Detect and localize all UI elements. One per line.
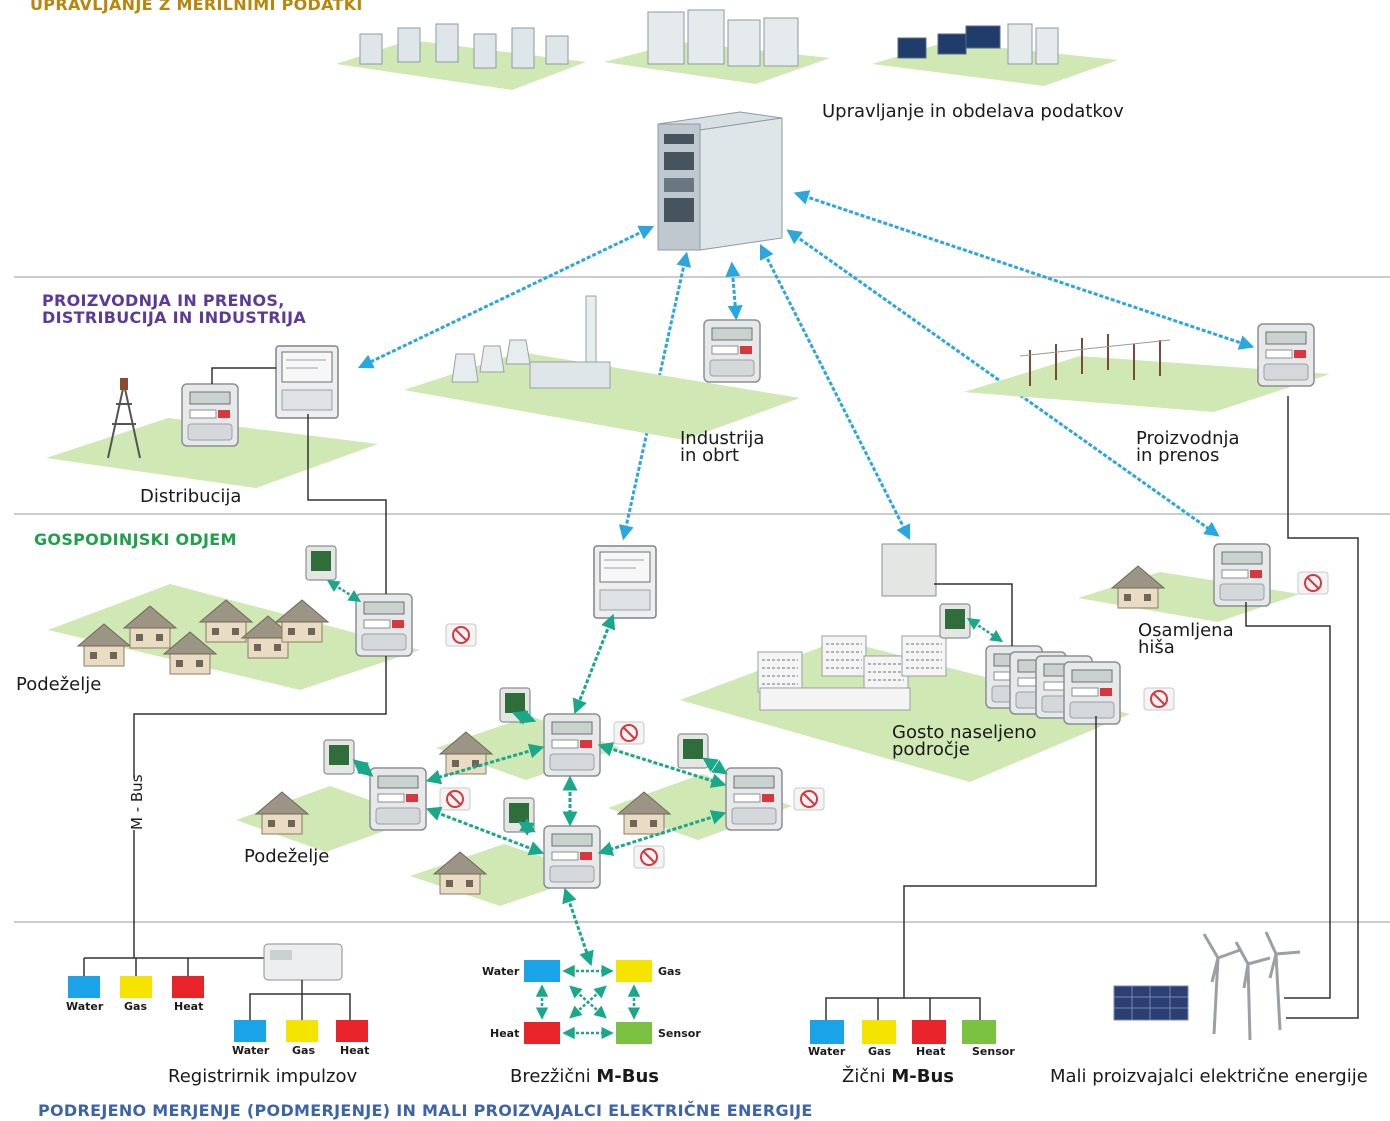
meter-label-sensor-4: Sensor bbox=[972, 1045, 1015, 1058]
label-industry-line1: Industrija bbox=[680, 428, 764, 449]
solar-panel-icon bbox=[1113, 985, 1189, 1021]
meter-label-heat-2: Heat bbox=[340, 1044, 369, 1057]
caption-small-producers: Mali proizvajalci električne energije bbox=[1050, 1066, 1368, 1087]
server-farm-left bbox=[336, 23, 586, 90]
rural-mesh-network bbox=[236, 545, 825, 967]
meter-label-gas-2: Gas bbox=[292, 1044, 315, 1057]
label-dense-line2: področje bbox=[892, 739, 970, 760]
section-title-household: GOSPODINJSKI ODJEM bbox=[34, 530, 237, 549]
wind-turbine-icon bbox=[1202, 931, 1301, 1041]
label-production-line1: Proizvodnja bbox=[1136, 428, 1240, 449]
rural-village-top bbox=[48, 545, 477, 690]
section-title-submetering: PODREJENO MERJENJE (PODMERJENJE) IN MALI… bbox=[38, 1101, 813, 1120]
meter-label-gas-4: Gas bbox=[868, 1045, 891, 1058]
caption-wired-prefix: Žični bbox=[842, 1065, 891, 1087]
label-data-management: Upravljanje in obdelava podatkov bbox=[822, 101, 1124, 122]
wired-mbus-group: Water Gas Heat Sensor bbox=[808, 997, 1015, 1058]
meter-label-water-2: Water bbox=[232, 1044, 270, 1057]
production-site bbox=[964, 323, 1330, 412]
section-title-production-line1: PROIZVODNJA IN PRENOS, bbox=[42, 291, 285, 310]
distribution-site bbox=[46, 345, 378, 488]
label-distribution: Distribucija bbox=[140, 486, 241, 507]
dense-urban-area bbox=[680, 543, 1175, 782]
label-production-line2: in prenos bbox=[1136, 445, 1219, 466]
label-mbus-line: M - Bus bbox=[128, 774, 146, 830]
caption-wireless-prefix: Brezžični bbox=[510, 1066, 596, 1087]
server-farm-middle bbox=[604, 9, 830, 84]
caption-pulse-registrar: Registrirnik impulzov bbox=[168, 1066, 358, 1087]
isolated-house-site bbox=[1078, 543, 1329, 622]
label-dense-line1: Gosto naseljeno bbox=[892, 722, 1037, 743]
meter-label-gas-1: Gas bbox=[124, 1000, 147, 1013]
meter-label-heat-4: Heat bbox=[916, 1045, 945, 1058]
meter-label-heat-3: Heat bbox=[490, 1027, 519, 1040]
meter-label-heat-1: Heat bbox=[174, 1000, 203, 1013]
meter-label-sensor-3: Sensor bbox=[658, 1027, 701, 1040]
caption-wired-mbus: Žični M-Bus bbox=[842, 1065, 954, 1087]
industry-site bbox=[404, 295, 800, 440]
pulse-registrar-group: Water Gas Heat Water Gas Heat bbox=[66, 943, 369, 1057]
label-rural-mesh: Podeželje bbox=[244, 846, 329, 867]
central-server-rack bbox=[657, 111, 783, 251]
workstations bbox=[872, 23, 1118, 86]
caption-wireless-mbus: Brezžični M-Bus bbox=[510, 1066, 659, 1087]
section-title-production-line2: DISTRIBUCIJA IN INDUSTRIJA bbox=[42, 308, 306, 327]
caption-wireless-bold: M-Bus bbox=[596, 1066, 659, 1087]
section-title-data-management: UPRAVLJANJE Z MERILNIMI PODATKI bbox=[30, 0, 363, 14]
wireless-mbus-group: Water Gas Heat Sensor bbox=[482, 960, 701, 1044]
meter-label-water-1: Water bbox=[66, 1000, 104, 1013]
label-rural-top: Podeželje bbox=[16, 674, 101, 695]
wired-connections bbox=[133, 396, 1359, 1019]
meter-label-gas-3: Gas bbox=[658, 965, 681, 978]
caption-wired-bold: M-Bus bbox=[891, 1066, 954, 1087]
small-producers-group bbox=[1113, 931, 1301, 1041]
meter-label-water-4: Water bbox=[808, 1045, 846, 1058]
label-isolated-line2: hiša bbox=[1138, 637, 1175, 658]
label-industry-line2: in obrt bbox=[680, 445, 739, 466]
meter-label-water-3: Water bbox=[482, 965, 520, 978]
label-isolated-line1: Osamljena bbox=[1138, 620, 1234, 641]
